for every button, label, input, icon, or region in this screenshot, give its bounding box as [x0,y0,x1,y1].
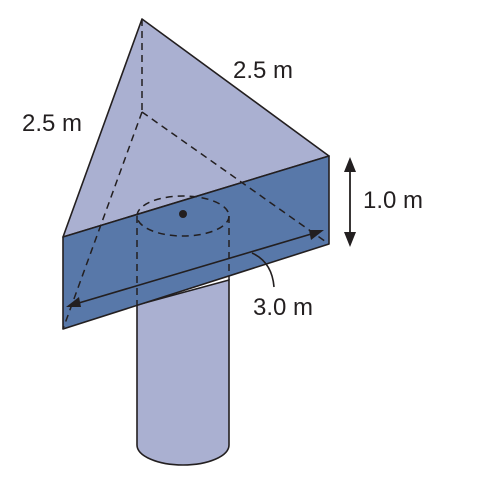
thickness-arrowhead-top [344,157,356,172]
width-dimension [66,230,324,307]
post-center-dot [179,210,187,218]
hidden-edges [62,19,330,330]
slant-edge-right-label: 2.5 m [233,57,293,84]
thickness-dimension [344,157,356,247]
width-arrowhead-right [309,230,324,240]
width-arrow-line [71,231,319,306]
base-width-label: 3.0 m [253,294,313,321]
width-arrowhead-left [66,297,81,307]
thickness-label: 1.0 m [363,187,423,214]
thickness-arrowhead-bottom [344,232,356,247]
slant-edge-left-label: 2.5 m [22,110,82,137]
hidden-bottom-left-edge [62,111,143,330]
post-body [136,278,230,466]
width-leader [251,252,275,288]
hidden-bottom-right-edge [141,111,330,245]
